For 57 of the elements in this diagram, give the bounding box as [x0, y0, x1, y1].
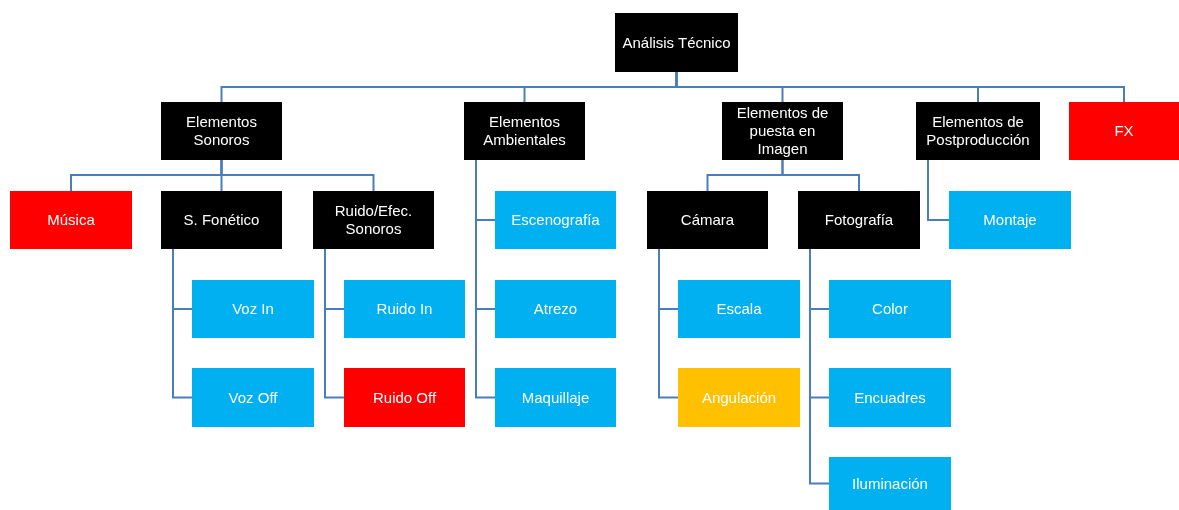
org-box — [313, 191, 434, 249]
box-label: Color — [872, 300, 908, 318]
org-box — [192, 280, 314, 338]
org-box — [829, 280, 951, 338]
box-label: Elementos Sonoros — [185, 113, 258, 149]
box-label: Fotografía — [824, 211, 894, 229]
org-box — [916, 102, 1040, 160]
box-label: Elementos de Postproducción — [925, 113, 1031, 149]
org-box — [678, 368, 800, 427]
connector-line — [809, 248, 830, 485]
connector-line — [781, 159, 860, 192]
connector-line — [927, 159, 950, 221]
org-box — [495, 368, 616, 427]
org-box — [798, 191, 920, 249]
org-box — [647, 191, 768, 249]
box-label: Atrezo — [533, 300, 578, 318]
org-box — [495, 191, 616, 249]
org-box — [464, 102, 585, 160]
org-box — [161, 102, 282, 160]
org-box — [344, 368, 465, 427]
org-box — [192, 368, 314, 427]
org-box — [949, 191, 1071, 249]
box-label: Angulación — [701, 388, 777, 407]
org-box — [344, 280, 465, 338]
box-label: Música — [47, 211, 95, 229]
connector-line — [475, 159, 496, 399]
box-label: Iluminación — [852, 474, 928, 493]
connector-line — [172, 248, 193, 399]
connector-line — [220, 159, 375, 192]
box-label: Ruido In — [376, 300, 433, 318]
org-box — [678, 280, 800, 338]
box-label: Montaje — [983, 211, 1037, 229]
box-label: Voz Off — [228, 388, 278, 407]
box-label: Cámara — [680, 211, 735, 229]
box-label: Elementos de puesta en Imagen — [735, 104, 830, 158]
org-box — [495, 280, 616, 338]
org-box — [829, 368, 951, 427]
box-label: Elementos Ambientales — [482, 113, 567, 149]
box-label: Escala — [716, 300, 762, 318]
box-label: Voz In — [232, 300, 274, 318]
box-label: Ruido/Efec. Sonoros — [333, 202, 414, 238]
org-box — [1069, 102, 1179, 160]
org-box — [722, 102, 843, 160]
org-box — [829, 457, 951, 510]
box-label: Escenografía — [511, 211, 600, 229]
org-box — [161, 191, 282, 249]
box-label: Maquillaje — [521, 388, 590, 407]
org-box — [10, 191, 132, 249]
box-label: Análisis Técnico — [622, 33, 731, 52]
box-label: Encuadres — [854, 388, 926, 407]
connector-line — [675, 71, 1125, 103]
connector-line — [658, 248, 679, 399]
org-box — [615, 13, 738, 72]
box-label: Ruido Off — [372, 388, 437, 407]
box-label: FX — [1114, 122, 1134, 140]
box-label: S. Fonético — [183, 211, 260, 229]
connector-line — [324, 248, 345, 399]
